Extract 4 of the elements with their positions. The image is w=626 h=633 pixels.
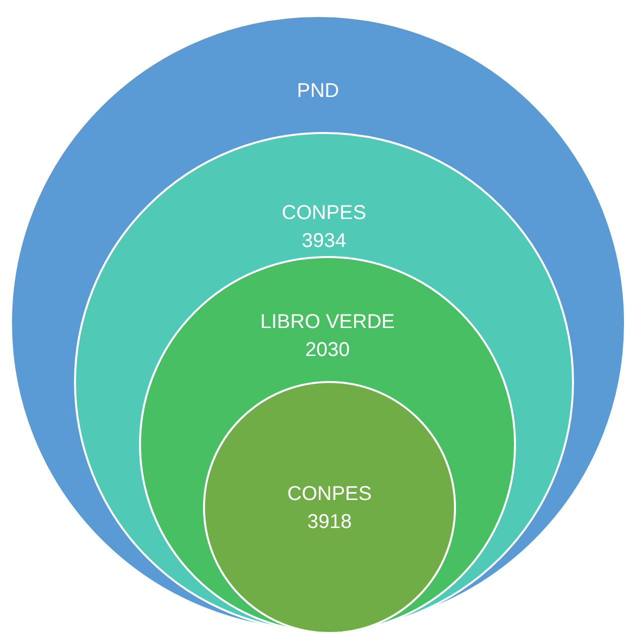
circle-label: PND <box>296 79 340 104</box>
circle-label: CONPES 3934 <box>280 201 368 254</box>
circle-label: LIBRO VERDE 2030 <box>259 310 396 363</box>
circle-label: CONPES 3918 <box>286 482 373 534</box>
